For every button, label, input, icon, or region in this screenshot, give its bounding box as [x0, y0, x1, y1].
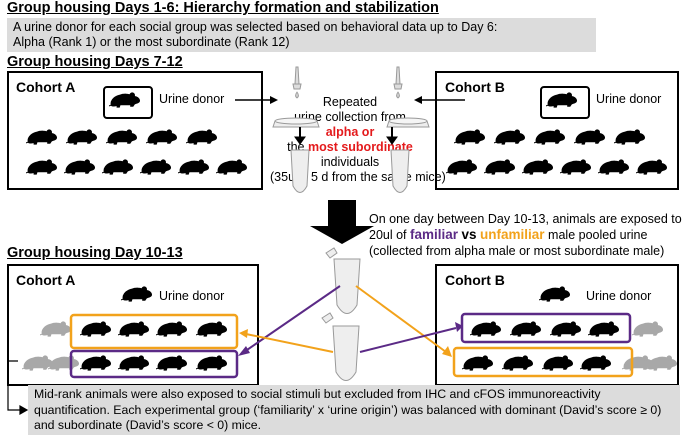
mouse-icon-gray: [22, 355, 54, 371]
mouse-icon: [178, 159, 210, 175]
mouse-icon: [534, 129, 566, 145]
exposure-suffix: male pooled urine: [548, 228, 648, 242]
mouse-icon: [542, 355, 574, 371]
familiar-group-frame-cohort-a: [69, 349, 239, 379]
mouse-icon: [64, 159, 96, 175]
unfamiliar-group-frame-cohort-b: [452, 346, 634, 378]
section2-title: Group housing Days 7-12: [7, 54, 183, 70]
section1-title: Group housing Days 1-6: Hierarchy format…: [7, 0, 439, 16]
big-down-arrow-icon: [310, 200, 374, 244]
footnote-bracket: [7, 360, 29, 416]
mouse-icon: [118, 355, 150, 371]
collection-individuals: individuals: [320, 155, 380, 169]
mouse-icon: [26, 129, 58, 145]
cohort-b-title: Cohort B: [445, 272, 505, 288]
exposure-line1: On one day between Day 10-13, animals ar…: [369, 212, 682, 226]
mouse-icon: [510, 321, 542, 337]
arrow-head-icon: [270, 96, 278, 104]
familiar-label: familiar: [410, 227, 459, 242]
tube-b-icon: [321, 312, 360, 381]
unfamiliar-group-frame-cohort-a: [69, 313, 239, 350]
exposure-description: On one day between Day 10-13, animals ar…: [369, 211, 682, 259]
mouse-icon-gray: [40, 321, 72, 337]
mouse-icon: [636, 159, 668, 175]
mouse-icon: [598, 159, 630, 175]
donor-highlight-box: [540, 86, 590, 119]
mouse-icon: [446, 159, 478, 175]
mouse-icon: [26, 159, 58, 175]
collection-subordinate: most subordinate: [308, 140, 413, 154]
mouse-icon: [484, 159, 516, 175]
exposure-prefix: 20ul of: [369, 228, 407, 242]
mouse-icon: [494, 129, 526, 145]
exposure-line3: (collected from alpha male or most subor…: [369, 244, 665, 258]
mouse-icon: [156, 321, 188, 337]
unfamiliar-label: unfamiliar: [480, 227, 545, 242]
petri-dish-icon: [272, 117, 430, 128]
mouse-icon: [80, 321, 112, 337]
mouse-icon: [66, 129, 98, 145]
familiar-arrow-a: [238, 285, 341, 356]
mouse-icon: [560, 159, 592, 175]
tube-a-icon: [325, 247, 361, 314]
mouse-icon: [186, 129, 218, 145]
mouse-icon: [550, 321, 582, 337]
mouse-icon: [522, 159, 554, 175]
droplet-icon: [295, 91, 400, 99]
donor-note-line1: A urine donor for each social group was …: [13, 20, 498, 34]
donor-mouse-icon: [109, 92, 141, 108]
collection-line1: Repeated: [322, 95, 378, 109]
unfamiliar-arrow-a: [355, 285, 452, 357]
pipette-icon: [292, 66, 403, 90]
vs-label: vs: [461, 227, 477, 242]
mouse-icon: [106, 129, 138, 145]
arrow-head-icon: [414, 96, 422, 104]
urine-donor-label: Urine donor: [596, 92, 662, 106]
mouse-icon: [146, 129, 178, 145]
unfamiliar-arrow-b: [239, 329, 334, 353]
donor-mouse-icon: [539, 286, 571, 302]
donor-note-line2: Alpha (Rank 1) or the most subordinate (…: [13, 35, 290, 49]
collection-line2: urine collection from: [294, 110, 406, 124]
donor-highlight-box: [103, 86, 153, 119]
mouse-icon: [580, 355, 612, 371]
mouse-icon: [140, 159, 172, 175]
mouse-icon: [196, 321, 228, 337]
mouse-icon-gray: [632, 321, 664, 337]
down-arrow-icon: [294, 127, 398, 145]
footnote-line3: and subordinate (David’s score < 0) mice…: [34, 418, 262, 432]
mouse-icon: [454, 129, 486, 145]
mouse-icon: [196, 355, 228, 371]
collection-alpha: alpha or: [325, 125, 375, 139]
mouse-icon: [118, 321, 150, 337]
mouse-icon: [156, 355, 188, 371]
footnote-line2: quantification. Each experimental group …: [34, 402, 662, 417]
footnote-box: Mid-rank animals were also exposed to so…: [28, 385, 680, 435]
cohort-a-title: Cohort A: [16, 79, 76, 95]
mouse-icon: [102, 159, 134, 175]
mouse-icon: [614, 129, 646, 145]
mouse-icon: [462, 355, 494, 371]
urine-donor-label: Urine donor: [159, 289, 225, 303]
familiar-group-frame-cohort-b: [460, 312, 632, 344]
mouse-icon: [80, 355, 112, 371]
cohort-a-title: Cohort A: [16, 272, 76, 288]
donor-mouse-icon: [121, 286, 153, 302]
footnote-line1: Mid-rank animals were also exposed to so…: [34, 387, 601, 401]
mouse-icon: [470, 321, 502, 337]
collection-tube-icon: [290, 149, 410, 193]
mouse-icon: [588, 321, 620, 337]
cohort-b-title: Cohort B: [445, 79, 505, 95]
mouse-icon: [216, 159, 248, 175]
donor-mouse-icon: [546, 92, 578, 108]
mouse-icon: [502, 355, 534, 371]
urine-donor-label: Urine donor: [159, 92, 225, 106]
mouse-icon: [574, 129, 606, 145]
urine-donor-label: Urine donor: [586, 289, 652, 303]
donor-selection-note: A urine donor for each social group was …: [7, 18, 596, 52]
section3-title: Group housing Day 10-13: [7, 245, 183, 261]
familiar-arrow-b: [359, 322, 463, 353]
